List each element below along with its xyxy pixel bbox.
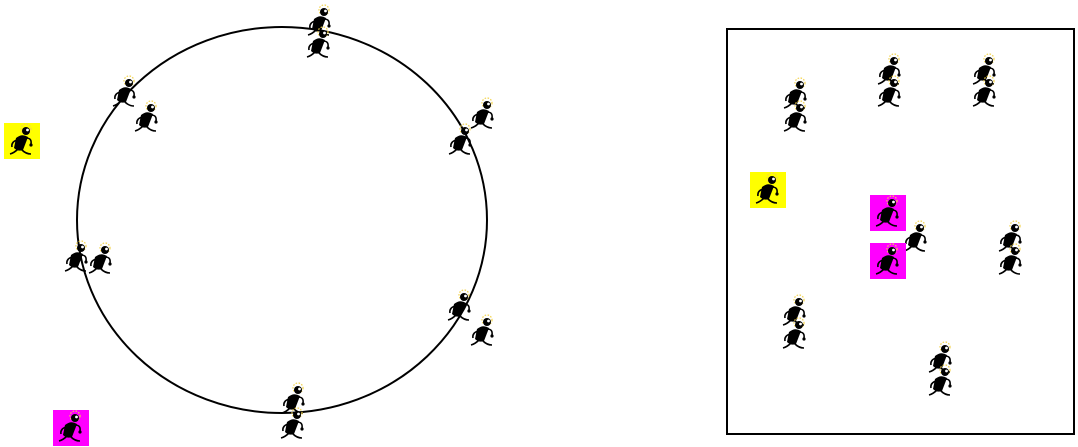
walking-stick-figure-icon (872, 75, 908, 111)
walking-stick-figure-icon (465, 314, 501, 350)
walking-stick-figure-icon (4, 123, 40, 159)
walking-stick-figure-icon (778, 100, 814, 136)
walking-stick-figure-icon (129, 100, 165, 136)
walking-stick-figure-icon (443, 123, 479, 159)
walking-stick-figure-icon (870, 243, 906, 279)
walking-stick-figure-icon (83, 242, 119, 278)
walking-stick-figure-icon (967, 75, 1003, 111)
walking-stick-figure-icon (53, 410, 89, 446)
walking-stick-figure-icon (993, 243, 1029, 279)
walking-stick-figure-icon (777, 317, 813, 353)
walking-stick-figure-icon (301, 26, 337, 62)
walking-stick-figure-icon (750, 172, 786, 208)
walking-stick-figure-icon (923, 364, 959, 400)
walking-stick-figure-icon (275, 407, 311, 443)
